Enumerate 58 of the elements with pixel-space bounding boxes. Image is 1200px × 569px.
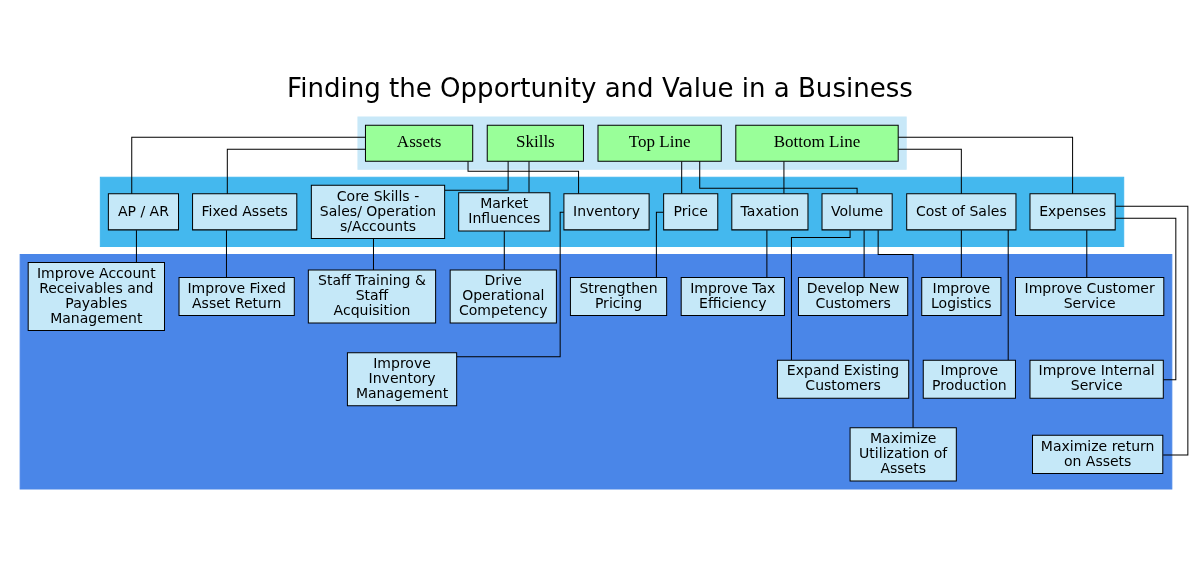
node-box: Expand Existing Customers (776, 359, 910, 399)
connector (503, 230, 505, 271)
node-box: Cost of Sales (906, 193, 1017, 231)
connector (897, 148, 962, 195)
node-box: Market Influences (458, 192, 551, 232)
connector (699, 160, 858, 195)
connector (467, 160, 580, 194)
node-box: Improve Fixed Asset Return (178, 277, 295, 317)
connector (226, 148, 366, 195)
cluster (357, 116, 907, 170)
node-box: Improve Account Receivables and Payables Management (27, 261, 165, 332)
connector (783, 161, 785, 194)
connector (131, 136, 366, 195)
node-box: Staff Training & Staff Acquisition (307, 269, 437, 324)
connector (863, 229, 865, 278)
node-box: Develop New Customers (797, 277, 909, 317)
node-box: Maximize return on Assets (1032, 434, 1164, 474)
node-box: Bottom Line (735, 124, 899, 162)
node-box: Core Skills - Sales/ Operations/Accounts (310, 184, 446, 239)
node-box: Improve Logistics (921, 277, 1002, 317)
node-box: Fixed Assets (192, 193, 298, 231)
connector (897, 136, 1074, 195)
node-box: Price (663, 193, 719, 231)
node-box: Improve Tax Efficiency (680, 277, 785, 317)
connector (135, 229, 137, 263)
connector (225, 229, 227, 278)
connector (790, 229, 851, 361)
node-box: Improve Internal Service (1029, 359, 1164, 399)
connector (1086, 229, 1088, 278)
cluster (99, 176, 1125, 247)
connector (444, 160, 509, 191)
node-box: Skills (486, 124, 584, 162)
node-box: Inventory (563, 193, 650, 231)
diagram-title: Finding the Opportunity and Value in a Business (287, 72, 913, 103)
connector (877, 229, 914, 428)
connector (1115, 217, 1177, 381)
cluster (19, 253, 1173, 490)
connector (528, 161, 530, 193)
connector (766, 229, 768, 278)
connector (655, 211, 664, 278)
connector (456, 211, 565, 358)
node-box: Maximize Utilization of Assets (849, 427, 957, 482)
node-box: Drive Operational Competency (449, 269, 557, 324)
node-box: Strengthen Pricing (569, 277, 668, 317)
node-box: Assets (364, 124, 474, 162)
node-box: Taxation (731, 193, 809, 231)
connector (960, 229, 962, 278)
node-box: Top Line (597, 124, 722, 162)
connector (373, 238, 374, 271)
connector (681, 161, 683, 194)
node-box: Improve Customer Service (1014, 277, 1165, 317)
node-box: Improve Inventory Management (346, 352, 458, 407)
node-box: Expenses (1029, 193, 1116, 231)
connector (1115, 205, 1189, 456)
node-box: Volume (821, 193, 893, 231)
node-box: Improve Production (922, 359, 1016, 399)
node-box: AP / AR (107, 193, 180, 231)
connector (1007, 229, 1009, 361)
